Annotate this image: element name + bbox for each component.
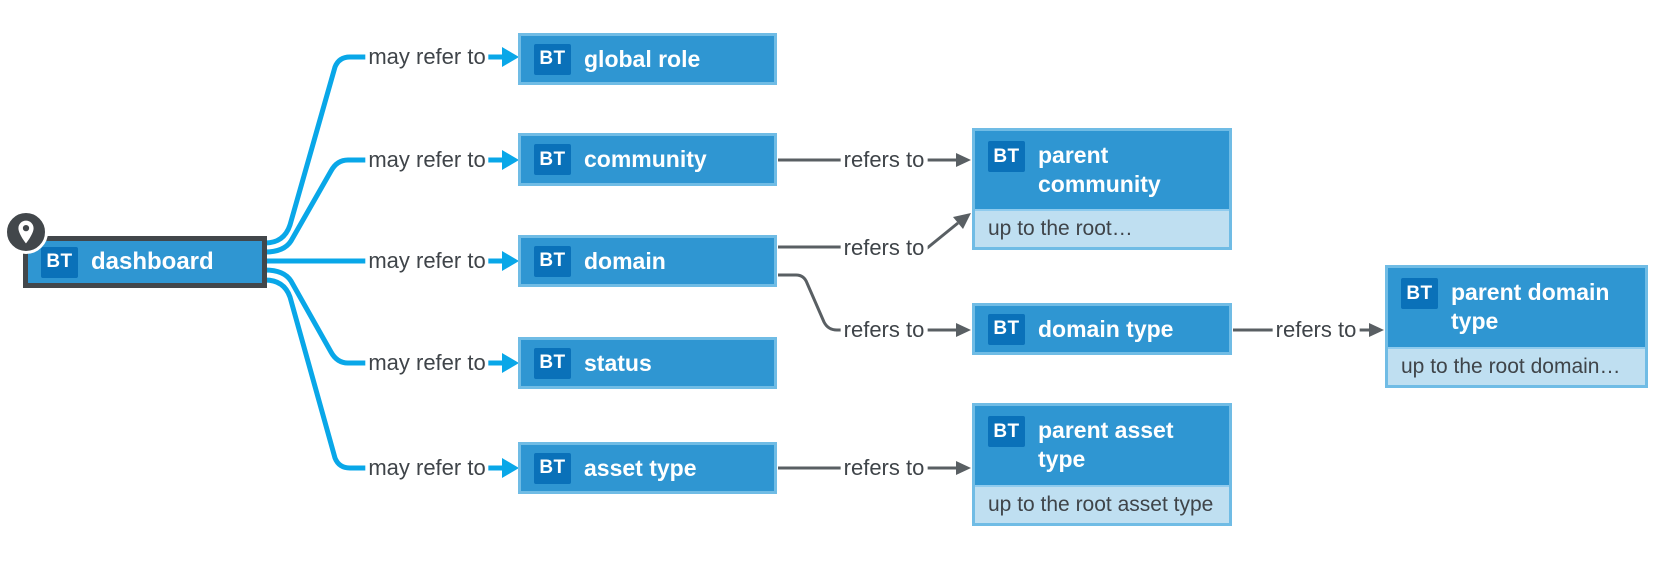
bt-badge: BT xyxy=(534,144,571,175)
edge-label-may-refer-to: may refer to xyxy=(365,455,489,481)
edge-dashboard-asset-type xyxy=(264,277,367,471)
node-parent-asset-type[interactable]: BT parent asset type up to the root asse… xyxy=(972,403,1232,526)
arrowhead xyxy=(502,150,519,170)
bt-badge: BT xyxy=(534,347,571,379)
edge-label-refers-to: refers to xyxy=(1272,317,1360,343)
node-label: asset type xyxy=(584,454,697,481)
current-asset-marker xyxy=(4,210,48,254)
node-label: global role xyxy=(584,45,701,72)
arrowhead xyxy=(502,353,519,373)
edge-dashboard-community xyxy=(264,157,367,255)
node-global-role[interactable]: BT global role xyxy=(518,33,777,85)
location-pin-icon xyxy=(18,220,34,244)
node-dashboard[interactable]: BT dashboard xyxy=(23,236,267,288)
edge-label-may-refer-to: may refer to xyxy=(365,248,489,274)
edge-label-may-refer-to: may refer to xyxy=(365,44,489,70)
node-parent-domain-type[interactable]: BT parent domain type up to the root dom… xyxy=(1385,265,1648,388)
bt-badge: BT xyxy=(534,452,571,484)
bt-badge: BT xyxy=(534,43,571,75)
arrowhead xyxy=(502,47,519,67)
arrowhead xyxy=(956,323,971,337)
node-note: up to the root domain… xyxy=(1388,347,1645,385)
edge-dashboard-status xyxy=(264,267,367,366)
node-status[interactable]: BT status xyxy=(518,337,777,389)
node-note: up to the root asset type xyxy=(975,485,1229,523)
node-asset-type[interactable]: BT asset type xyxy=(518,442,777,494)
node-parent-community[interactable]: BT parent community up to the root… xyxy=(972,128,1232,250)
arrowhead xyxy=(1369,323,1384,337)
node-label: domain xyxy=(584,247,666,274)
node-label: status xyxy=(584,349,652,376)
node-domain[interactable]: BT domain xyxy=(518,235,777,287)
bt-badge: BT xyxy=(988,141,1025,172)
edge-dashboard-global-role xyxy=(264,54,367,246)
edge-label-refers-to: refers to xyxy=(840,235,928,261)
node-domain-type[interactable]: BT domain type xyxy=(972,303,1232,355)
node-label: community xyxy=(584,146,707,172)
node-label: dashboard xyxy=(91,248,214,275)
arrowhead xyxy=(956,153,971,167)
arrowhead xyxy=(953,213,971,229)
edge-label-refers-to: refers to xyxy=(840,317,928,343)
node-label: parent asset type xyxy=(1038,417,1174,472)
arrowhead xyxy=(956,461,971,475)
edge-label-may-refer-to: may refer to xyxy=(365,350,489,376)
edge-label-refers-to: refers to xyxy=(840,455,928,481)
node-label: parent domain type xyxy=(1451,279,1610,334)
node-note: up to the root… xyxy=(975,209,1229,247)
node-label: domain type xyxy=(1038,315,1174,342)
bt-badge: BT xyxy=(988,313,1025,345)
bt-badge: BT xyxy=(41,246,78,278)
bt-badge: BT xyxy=(988,416,1025,447)
arrowhead xyxy=(502,251,519,271)
bt-badge: BT xyxy=(1401,278,1438,309)
edge-domain-domain-type xyxy=(778,273,843,332)
edge-label-refers-to: refers to xyxy=(840,147,928,173)
node-label: parent community xyxy=(1038,142,1161,197)
node-community[interactable]: BT community xyxy=(518,133,777,186)
bt-badge: BT xyxy=(534,245,571,277)
edge-label-may-refer-to: may refer to xyxy=(365,147,489,173)
arrowhead xyxy=(502,458,519,478)
